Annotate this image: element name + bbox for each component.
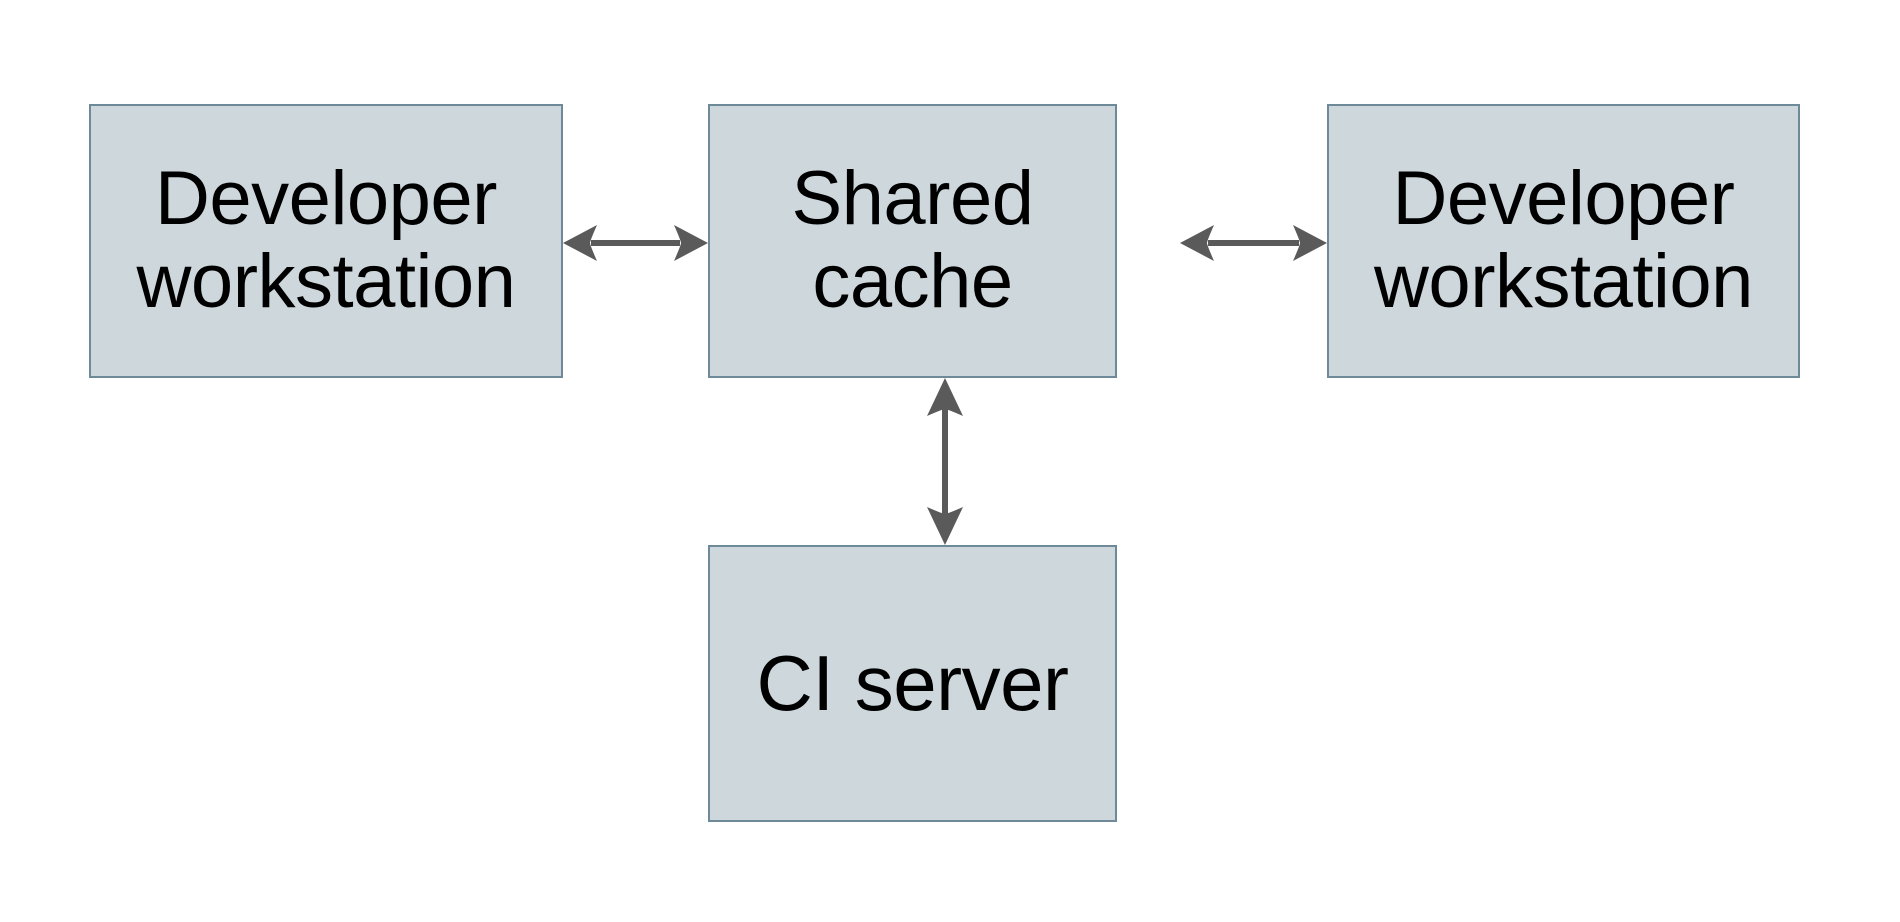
node-label: Developer workstation	[136, 156, 516, 324]
double-headed-arrow-icon	[927, 378, 963, 545]
connector-left-workstation-to-shared-cache[interactable]	[563, 212, 708, 274]
node-developer-workstation-right[interactable]: Developer workstation	[1327, 104, 1800, 378]
connector-shared-cache-to-ci-server[interactable]	[914, 378, 976, 545]
node-shared-cache[interactable]: Shared cache	[708, 104, 1117, 378]
double-headed-arrow-icon	[1180, 225, 1327, 261]
double-headed-arrow-icon	[563, 225, 708, 261]
connector-shared-cache-to-right-workstation[interactable]	[1180, 212, 1327, 274]
node-label: Developer workstation	[1374, 156, 1753, 324]
node-ci-server[interactable]: CI server	[708, 545, 1117, 822]
node-developer-workstation-left[interactable]: Developer workstation	[89, 104, 563, 378]
node-label: Shared cache	[791, 156, 1034, 324]
node-label: CI server	[756, 638, 1069, 727]
